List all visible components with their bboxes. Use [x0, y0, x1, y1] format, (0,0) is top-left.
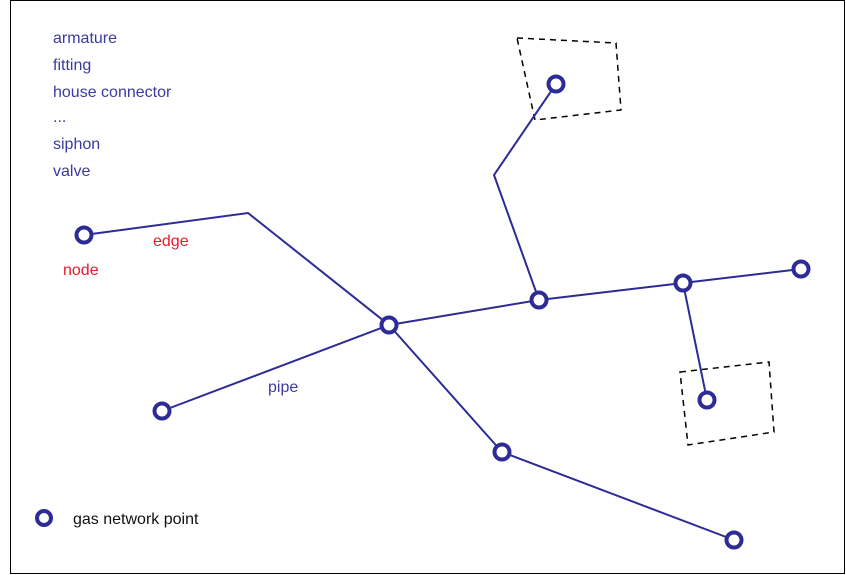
hollow-circle-icon	[724, 530, 744, 550]
pipe-edge	[538, 282, 684, 301]
hollow-circle-icon	[546, 74, 566, 94]
hollow-circle-icon	[697, 390, 717, 410]
hollow-circle-icon	[673, 273, 693, 293]
hollow-circle-icon	[152, 401, 172, 421]
hollow-circle-icon	[529, 290, 549, 310]
dashed-box-icon	[679, 361, 775, 446]
node-label: node	[63, 262, 99, 279]
pipe-edge	[161, 324, 390, 412]
pipe-label: pipe	[268, 379, 298, 396]
pipe-edge	[388, 324, 503, 453]
diagram-frame	[10, 0, 845, 574]
legend-point-icon	[35, 509, 53, 527]
pipe-edge	[388, 299, 540, 326]
edge-label: edge	[153, 233, 189, 250]
hollow-circle-icon	[791, 259, 811, 279]
hollow-circle-icon	[74, 225, 94, 245]
legend-label: gas network point	[73, 511, 199, 528]
type-item-house-connector: house connector	[53, 84, 172, 101]
hollow-circle-icon	[379, 315, 399, 335]
pipe-edge	[682, 268, 802, 284]
pipe-edges	[83, 83, 802, 541]
type-list: armature fitting house connector ... sip…	[53, 30, 172, 180]
pipe-edge	[501, 451, 735, 541]
hollow-circle-icon	[492, 442, 512, 462]
type-item-fitting: fitting	[53, 57, 91, 74]
type-item-ellipsis: ...	[53, 109, 66, 126]
pipe-edge	[492, 83, 557, 301]
pipe-edge	[682, 282, 708, 401]
pipe-edge	[83, 211, 390, 326]
type-item-armature: armature	[53, 30, 117, 47]
network-nodes	[74, 74, 811, 550]
legend: gas network point	[35, 509, 199, 528]
type-item-siphon: siphon	[53, 136, 100, 153]
dashed-box-icon	[516, 37, 622, 121]
type-item-valve: valve	[53, 163, 90, 180]
